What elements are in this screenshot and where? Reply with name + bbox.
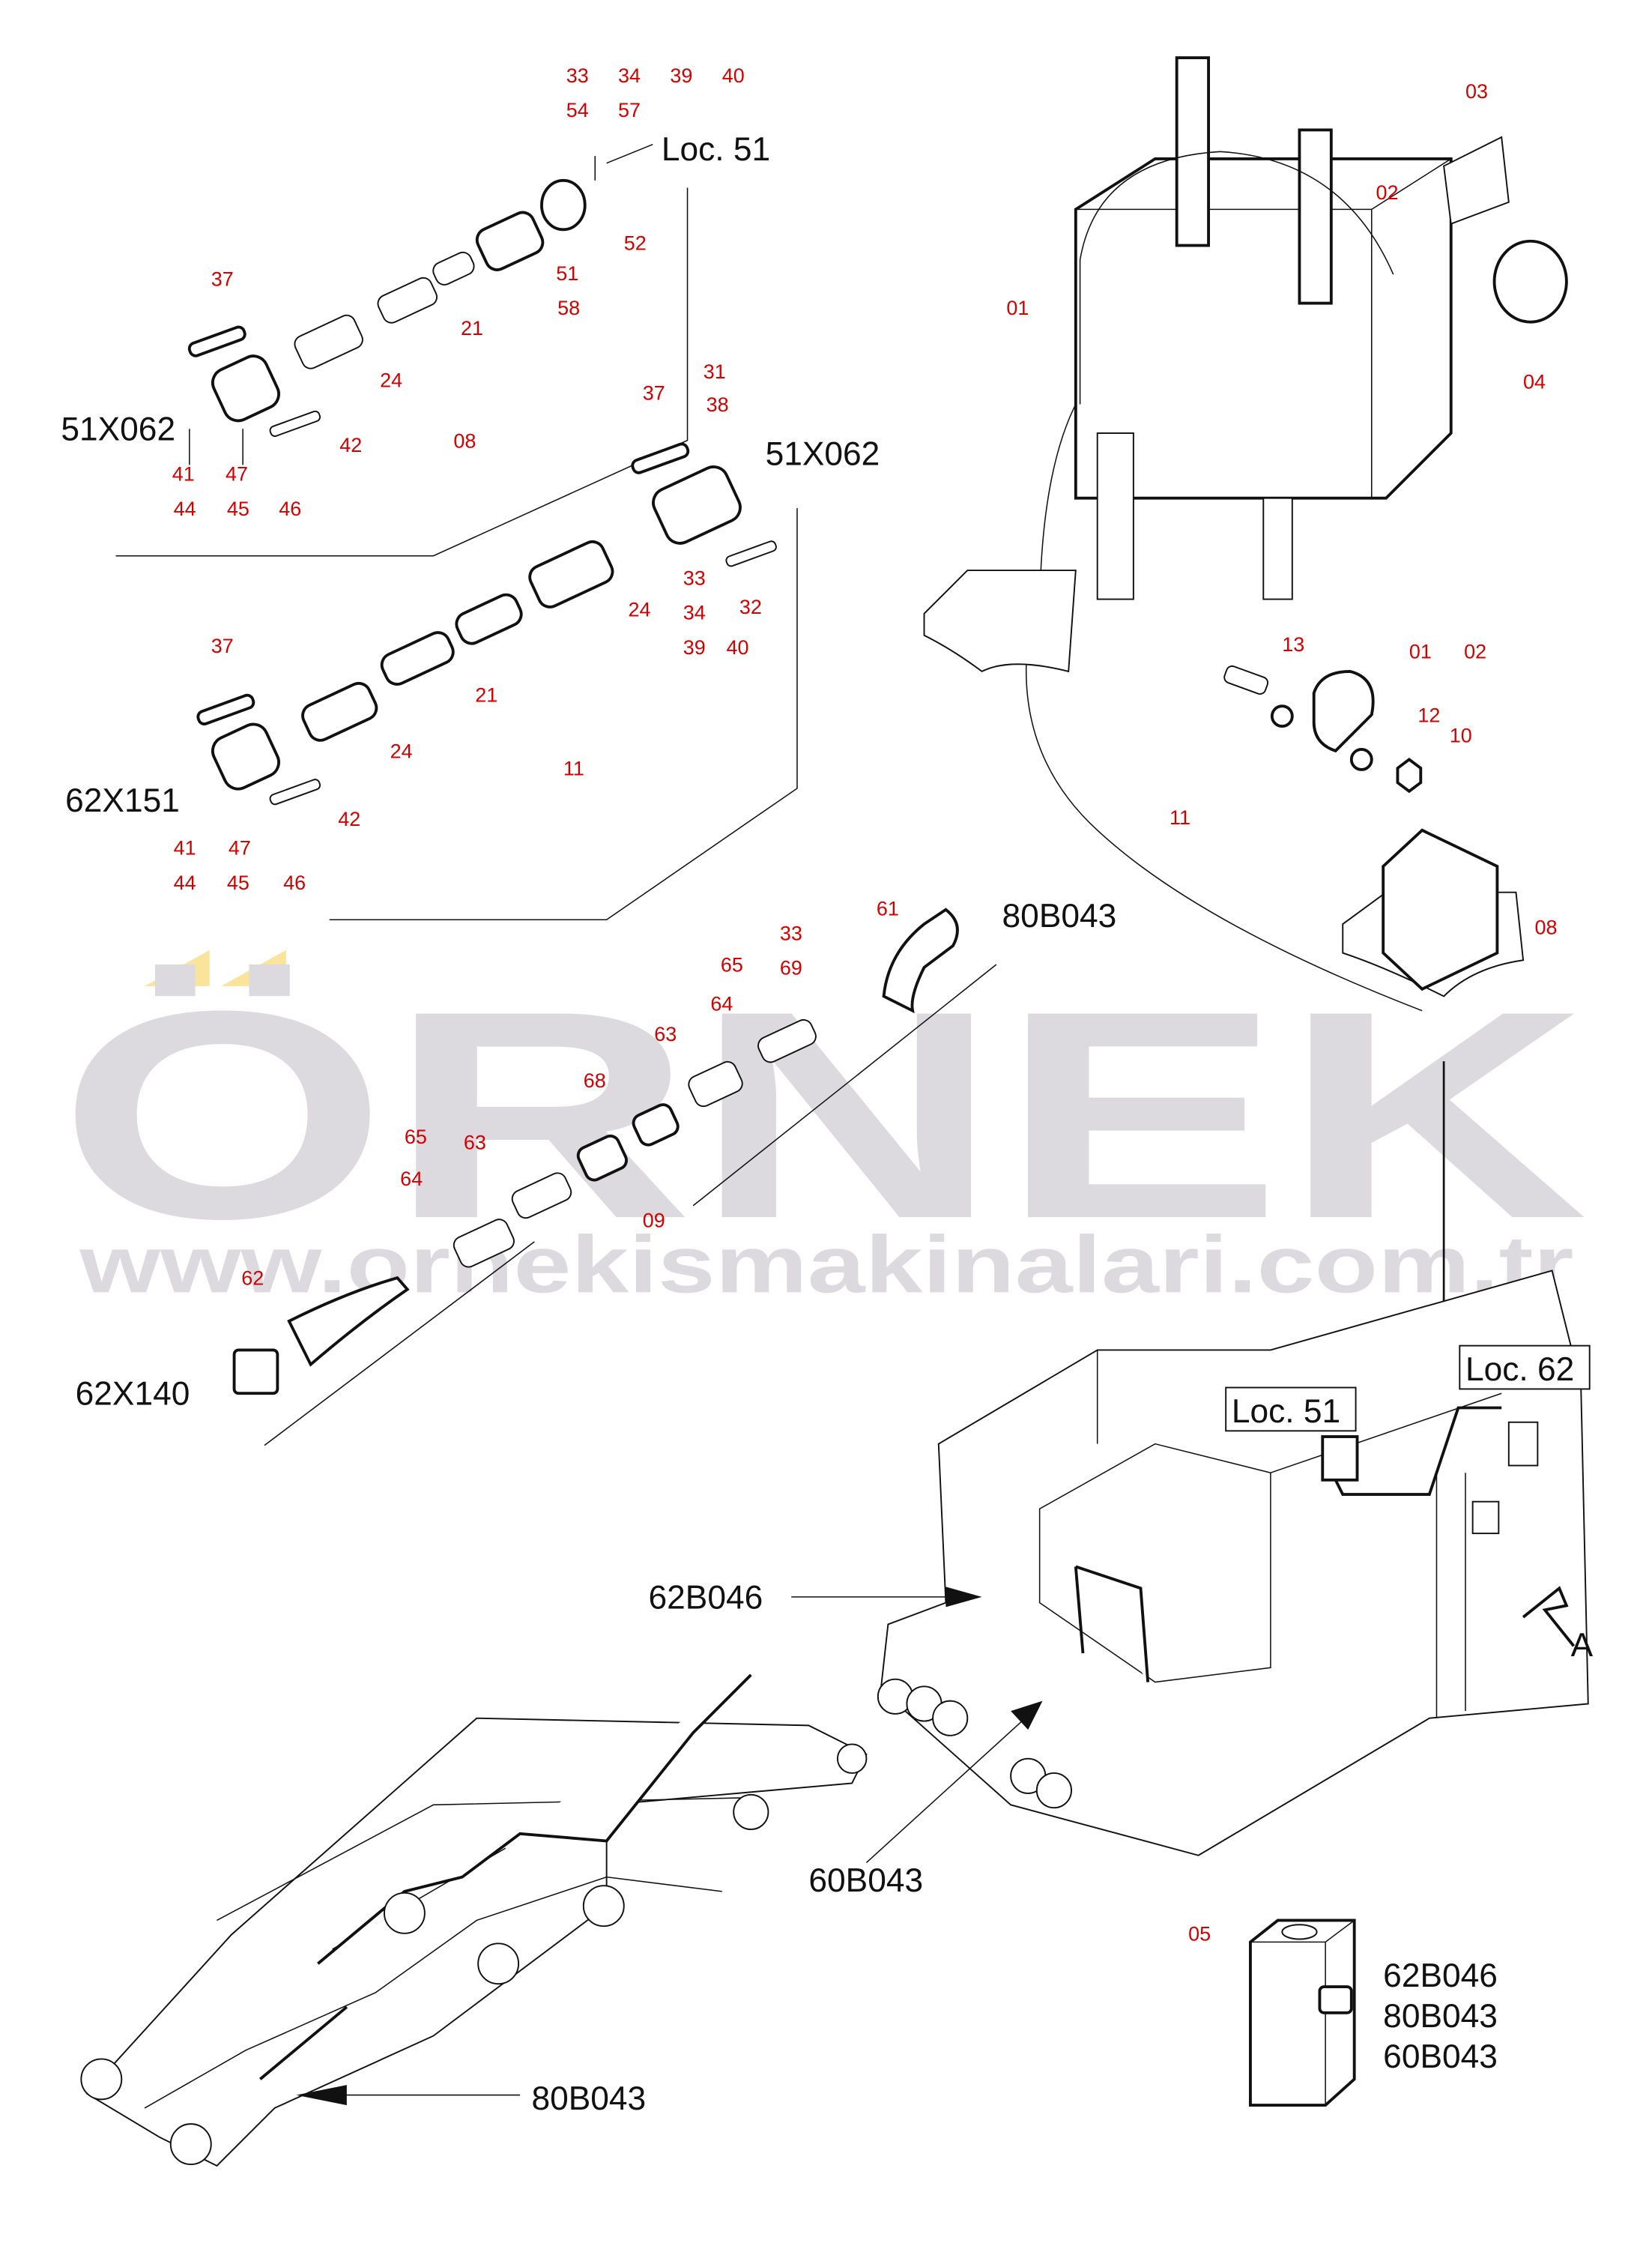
callout-number: 21 (461, 317, 483, 339)
callout-number: 11 (563, 758, 584, 780)
designation-62b046-arrow: 62B046 (649, 1579, 763, 1616)
callout-number: 05 (1188, 1922, 1211, 1945)
designation-51x062-a: 51X062 (61, 411, 175, 448)
view-a-label: A (1571, 1627, 1594, 1664)
callout-number: 42 (339, 434, 362, 456)
designation-51x062-b: 51X062 (766, 435, 880, 472)
loc62-box (1459, 1344, 1591, 1390)
callout-number: 32 (739, 596, 762, 618)
watermark: ÖRNEK www.ornekismakinalari.com.tr (58, 949, 1588, 1309)
designation-loc62: Loc. 62 (1465, 1351, 1574, 1388)
callout-number: 41 (174, 837, 196, 860)
callout-number: 03 (1465, 80, 1488, 103)
mounting-parts (1223, 665, 1423, 794)
callout-number: 08 (1534, 917, 1557, 939)
hydraulic-tank (923, 56, 1568, 673)
callout-number: 51 (556, 262, 578, 285)
callout-number: 33 (780, 922, 802, 944)
callout-number: 65 (721, 954, 743, 976)
callout-number: 41 (172, 463, 195, 486)
callout-number: 40 (722, 64, 745, 87)
callout-number: 34 (683, 602, 706, 624)
callout-number: 13 (1282, 633, 1304, 656)
callout-number: 12 (1417, 704, 1440, 726)
leader-lines (115, 143, 1449, 1446)
callout-number: 63 (464, 1132, 486, 1154)
callout-number: 01 (1006, 297, 1029, 319)
callout-number: 57 (618, 99, 641, 121)
callout-number: 21 (475, 683, 497, 706)
callout-number: 33 (683, 567, 706, 589)
connector-51x062-lower (196, 442, 777, 806)
callout-number: 37 (211, 268, 234, 290)
callout-number: 37 (643, 382, 665, 405)
callout-number: 47 (226, 463, 248, 486)
callout-number: 52 (624, 232, 647, 254)
callout-number: 54 (566, 99, 589, 121)
callout-number: 44 (174, 872, 196, 894)
base-machine (877, 1270, 1589, 1856)
callout-number: 69 (780, 956, 802, 979)
callout-number: 47 (229, 837, 251, 860)
callout-number: 61 (877, 898, 899, 920)
callout-number: 40 (727, 636, 749, 659)
callout-number: 31 (704, 360, 726, 383)
designation-80b043-arrow: 80B043 (531, 2080, 646, 2117)
valve-designation: 80B043 (1383, 1998, 1498, 2035)
callout-number: 68 (584, 1069, 606, 1092)
designation-60b043-arrow: 60B043 (808, 1862, 923, 1899)
callout-number: 58 (557, 297, 580, 319)
callout-number: 45 (227, 872, 249, 894)
callout-number: 44 (174, 498, 196, 520)
callout-number: 38 (707, 393, 729, 416)
boom-assembly (80, 1673, 868, 2167)
callout-number: 01 (1409, 641, 1432, 663)
valve-designation: 62B046 (1383, 1957, 1498, 1994)
designation-loc51-top: Loc. 51 (662, 131, 770, 168)
watermark-url: www.ornekismakinalari.com.tr (79, 1219, 1573, 1309)
callout-number: 39 (670, 64, 692, 87)
loc51-box (1225, 1386, 1357, 1432)
pointer-arrows (296, 1587, 1043, 2106)
callout-number: 62 (241, 1267, 264, 1290)
callout-number: 34 (618, 64, 641, 87)
designation-loc51: Loc. 51 (1232, 1393, 1340, 1430)
valve-designation: 60B043 (1383, 2038, 1498, 2075)
callout-number: 24 (629, 599, 651, 621)
callout-number: 37 (211, 635, 234, 657)
callout-number: 63 (654, 1023, 677, 1045)
connector-80b043 (232, 908, 959, 1395)
designation-62x151: 62X151 (65, 782, 180, 819)
callout-number: 09 (643, 1210, 665, 1232)
callout-layer: 33 34 39 40 54 57 52 51 58 37 21 24 42 41 47 44 45 46 08 37… (172, 64, 1558, 1945)
callout-number: 42 (338, 808, 360, 830)
valve-05 (1249, 1919, 1356, 2107)
callout-number: 65 (405, 1126, 427, 1148)
callout-number: 02 (1464, 641, 1486, 663)
callout-number: 46 (279, 498, 301, 520)
callout-number: 11 (1170, 806, 1190, 829)
callout-number: 08 (453, 429, 476, 452)
designation-80b043-top: 80B043 (1002, 898, 1117, 935)
callout-number: 39 (683, 636, 706, 659)
callout-number: 10 (1450, 724, 1472, 746)
callout-number: 24 (380, 369, 402, 391)
callout-number: 02 (1376, 181, 1399, 204)
watermark-brand: ÖRNEK (58, 949, 1588, 1280)
callout-number: 45 (227, 498, 249, 520)
connector-51x062-top (187, 178, 587, 437)
callout-number: 46 (283, 872, 306, 894)
callout-number: 64 (710, 993, 733, 1015)
designation-layer: Loc. 51 51X062 51X062 62X151 80B043 62X1… (61, 131, 1593, 2117)
callout-number: 04 (1523, 370, 1546, 393)
callout-number: 64 (400, 1168, 423, 1190)
junction-box (1342, 828, 1525, 997)
callout-number: 24 (390, 740, 413, 762)
callout-number: 33 (566, 64, 589, 87)
designation-62x140: 62X140 (76, 1376, 190, 1413)
